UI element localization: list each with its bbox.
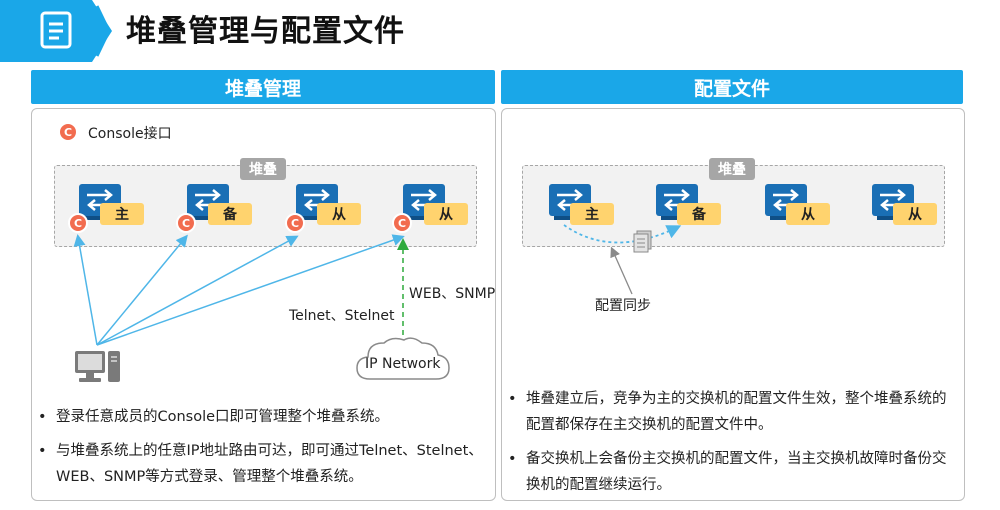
computer-icon <box>75 351 120 382</box>
config-sync-label: 配置同步 <box>595 298 651 314</box>
telnet-label: Telnet、Stelnet <box>289 308 395 324</box>
console-port-icon: C <box>176 213 196 233</box>
switch-role-master: 主 <box>100 203 144 225</box>
bullet-item: 备交换机上会备份主交换机的配置文件，当主交换机故障时备份交换机的配置继续运行。 <box>504 446 959 498</box>
config-file-notes: 堆叠建立后，竞争为主的交换机的配置文件生效，整个堆叠系统的配置都保存在主交换机的… <box>504 386 959 506</box>
console-legend-icon: C <box>58 122 78 142</box>
connection-arrows <box>73 234 409 346</box>
bullet-item: 与堆叠系统上的任意IP地址路由可达，即可通过Telnet、Stelnet、WEB… <box>34 438 489 490</box>
console-port-icon: C <box>285 213 305 233</box>
web-snmp-label: WEB、SNMP <box>409 286 496 302</box>
bullet-item: 登录任意成员的Console口即可管理整个堆叠系统。 <box>34 404 489 430</box>
switch-role-slave: 从 <box>317 203 361 225</box>
switch-role-standby: 备 <box>677 203 721 225</box>
console-legend-label: Console接口 <box>88 126 172 142</box>
document-icon <box>40 11 72 49</box>
page-title: 堆叠管理与配置文件 <box>126 14 405 49</box>
stack-label: 堆叠 <box>240 158 286 180</box>
switch-role-slave: 从 <box>424 203 468 225</box>
stack-management-notes: 登录任意成员的Console口即可管理整个堆叠系统。 与堆叠系统上的任意IP地址… <box>34 404 489 498</box>
console-port-icon: C <box>392 213 412 233</box>
cloud-icon <box>356 337 450 380</box>
switch-role-master: 主 <box>570 203 614 225</box>
header-badge <box>0 0 112 62</box>
config-file-panel: 堆叠 主 备 从 从 配置同步 堆叠建立后，竞争为主的交换机的配置文件生效，整个… <box>501 108 965 501</box>
switch-role-slave: 从 <box>786 203 830 225</box>
ip-network-label: IP Network <box>365 356 441 372</box>
section-header-stack-management: 堆叠管理 <box>31 70 495 104</box>
switch-role-standby: 备 <box>208 203 252 225</box>
stack-management-panel: C Console接口 堆叠 主 C 备 C 从 C 从 C T <box>31 108 496 501</box>
stack-label: 堆叠 <box>709 158 755 180</box>
section-header-config-file: 配置文件 <box>501 70 963 104</box>
bullet-item: 堆叠建立后，竞争为主的交换机的配置文件生效，整个堆叠系统的配置都保存在主交换机的… <box>504 386 959 438</box>
switch-role-slave: 从 <box>893 203 937 225</box>
console-port-icon: C <box>68 213 88 233</box>
config-document-icon <box>633 230 652 253</box>
config-sync-arrows <box>563 224 682 295</box>
